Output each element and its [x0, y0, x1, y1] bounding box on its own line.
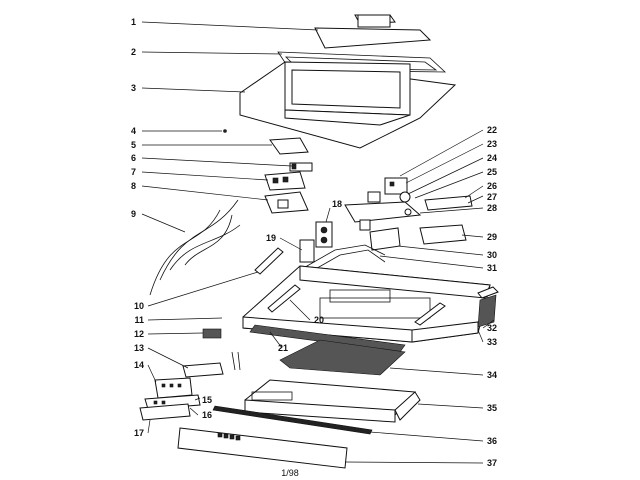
label-30: 30	[487, 250, 497, 260]
part-1-cover	[314, 14, 432, 49]
label-21: 21	[278, 343, 288, 353]
label-11: 11	[134, 315, 144, 325]
label-29: 29	[487, 232, 497, 242]
leader-lines-inner	[269, 207, 331, 349]
label-17: 17	[134, 428, 144, 438]
part-4-screw	[223, 129, 227, 133]
part-9-cables	[149, 199, 241, 296]
label-9: 9	[131, 209, 136, 219]
part-31-cable	[299, 244, 386, 271]
label-10: 10	[134, 301, 144, 311]
label-35: 35	[487, 403, 497, 413]
right-labels: 22 23 24 25 26 27 28 29 30 31 32 33 34 3…	[487, 125, 497, 468]
part-12-clip	[202, 328, 222, 339]
label-24: 24	[487, 153, 497, 163]
part-17-plate	[139, 403, 191, 421]
label-36: 36	[487, 436, 497, 446]
footer-code: 1/98	[281, 468, 299, 478]
label-26: 26	[487, 181, 497, 191]
label-33: 33	[487, 337, 497, 347]
leader-lines-right	[344, 129, 495, 464]
part-13-bracket	[182, 362, 224, 378]
right-components	[344, 177, 473, 251]
label-37: 37	[487, 458, 497, 468]
label-3: 3	[131, 83, 136, 93]
label-8: 8	[131, 181, 136, 191]
part-32-rail	[477, 286, 499, 299]
label-25: 25	[487, 167, 497, 177]
label-15: 15	[202, 395, 212, 405]
part-33-chassis	[242, 265, 491, 343]
label-34: 34	[487, 370, 497, 380]
part-5-board	[269, 137, 309, 155]
part-18-sockets	[299, 221, 333, 263]
label-7: 7	[131, 167, 136, 177]
label-1: 1	[131, 17, 136, 27]
part-8-bracket	[264, 191, 309, 214]
label-16: 16	[202, 410, 212, 420]
part-37-panel	[177, 427, 348, 469]
label-6: 6	[131, 153, 136, 163]
label-20: 20	[314, 315, 324, 325]
label-18: 18	[332, 199, 342, 209]
label-4: 4	[131, 126, 136, 136]
part-34-grid	[279, 339, 406, 376]
part-14-16-plates	[144, 377, 201, 410]
label-12: 12	[134, 329, 144, 339]
inner-labels: 18 19 20 21	[266, 199, 342, 353]
leader-lines-left	[141, 21, 319, 434]
part-13-hooks	[231, 351, 241, 371]
part-36-strip	[212, 405, 373, 435]
label-19: 19	[266, 233, 276, 243]
part-7-module	[264, 171, 306, 191]
label-31: 31	[487, 263, 497, 273]
label-32: 32	[487, 323, 497, 333]
label-5: 5	[131, 140, 136, 150]
label-13: 13	[134, 343, 144, 353]
label-14: 14	[134, 360, 144, 370]
label-2: 2	[131, 47, 136, 57]
label-23: 23	[487, 139, 497, 149]
label-27: 27	[487, 192, 497, 202]
part-10-rail	[254, 247, 284, 275]
left-labels: 1 2 3 4 5 6 7 8 9 10 11 12 13 14 15 16 1…	[131, 17, 212, 438]
label-28: 28	[487, 203, 497, 213]
label-22: 22	[487, 125, 497, 135]
part-35-base	[244, 379, 421, 423]
part-6-connector	[289, 162, 313, 172]
part-3-tray	[239, 61, 457, 149]
